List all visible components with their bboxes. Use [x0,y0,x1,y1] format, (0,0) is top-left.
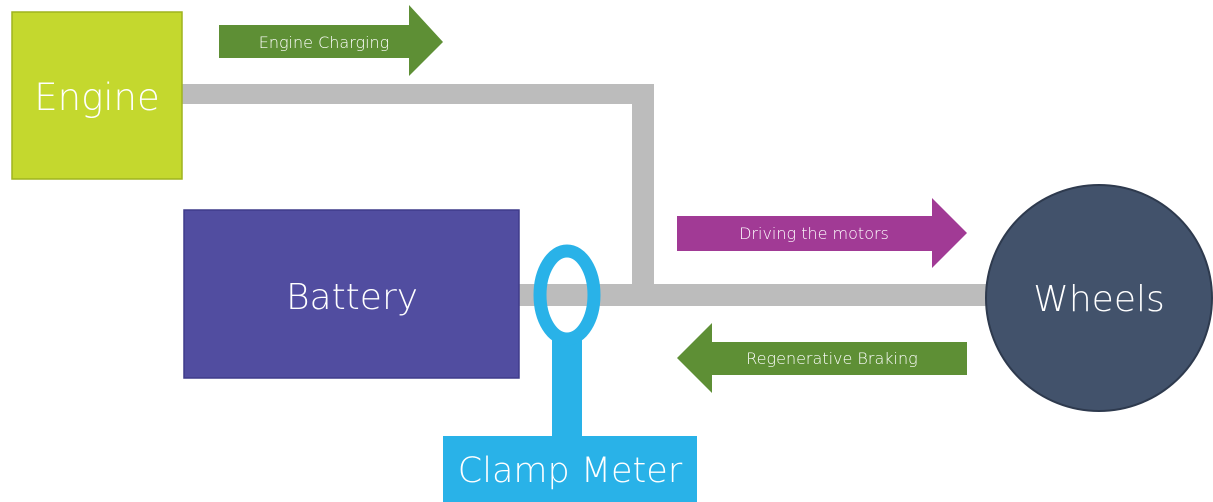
engine-label: Engine [34,76,160,119]
engine-box [11,11,183,180]
engine-charging-arrow: Engine Charging [219,5,443,76]
regenerative-braking-arrow-shape [677,323,967,393]
clamp-meter: Clamp Meter [443,244,697,502]
clamp-meter-label: Clamp Meter [458,451,683,491]
engine-charging-label: Engine Charging [259,33,390,52]
battery-label: Battery [286,277,418,318]
driving-motors-arrow: Driving the motors [677,198,967,268]
wire-engine-horizontal [182,84,654,104]
battery-box [183,209,520,379]
battery-node: Battery [183,209,520,379]
wheels-label: Wheels [1033,279,1164,320]
wire-vertical-drop [632,84,654,296]
wheels-circle [985,184,1213,412]
regenerative-braking-arrow: Regenerative Braking [677,323,967,393]
wires [182,84,988,306]
driving-motors-label: Driving the motors [739,224,889,243]
engine-node: Engine [11,11,183,180]
driving-motors-arrow-shape [677,198,967,268]
engine-charging-arrow-shape [219,5,443,76]
wire-battery-to-wheels [518,284,988,306]
regenerative-braking-label: Regenerative Braking [746,349,917,368]
wheels-node: Wheels [985,184,1213,412]
clamp-meter-stem [552,338,582,438]
clamp-meter-ring [533,244,601,346]
clamp-meter-box [443,436,697,502]
